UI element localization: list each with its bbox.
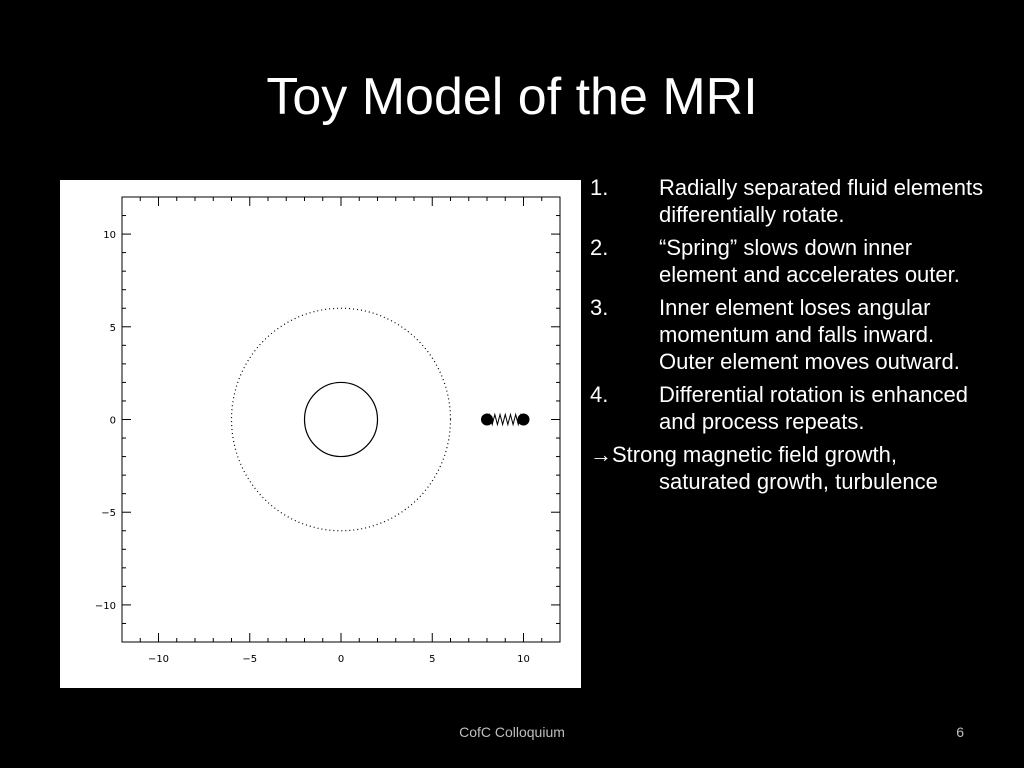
toy-model-plot: −10 −5 0 5 10 −10 −5 0 5 10 xyxy=(60,180,581,688)
y-tick-label: 10 xyxy=(103,230,116,241)
list-item-number: 3. xyxy=(590,295,609,320)
slide-title: Toy Model of the MRI xyxy=(266,68,758,126)
list-item-number: 4. xyxy=(590,382,609,407)
plot-frame xyxy=(121,196,561,643)
list-item-text: Differential rotation is enhanced and pr… xyxy=(659,382,969,434)
x-tick-label: 5 xyxy=(429,654,435,665)
x-tick-label: 10 xyxy=(517,654,530,665)
conclusion-item: →Strong magnetic field growth, saturated… xyxy=(590,441,990,495)
y-tick-label: −10 xyxy=(95,601,116,612)
list-item-text: Radially separated fluid elements differ… xyxy=(659,175,984,227)
spring xyxy=(486,412,524,427)
conclusion-text: Strong magnetic field growth, saturated … xyxy=(612,442,938,494)
y-tick-label: −5 xyxy=(101,508,116,519)
x-tick-label: −5 xyxy=(242,654,257,665)
y-tick-label: 5 xyxy=(110,323,116,334)
fluid-element-point xyxy=(481,413,493,426)
x-tick-label: −10 xyxy=(148,654,169,665)
page-number: 6 xyxy=(956,724,964,740)
y-tick-label: 0 xyxy=(110,416,116,427)
list-item-text: Inner element loses angular momentum and… xyxy=(659,295,960,374)
list-item: 4. Differential rotation is enhanced and… xyxy=(590,381,990,435)
list-item-number: 1. xyxy=(590,175,609,200)
x-tick-label: 0 xyxy=(338,654,344,665)
footer-text: CofC Colloquium xyxy=(459,724,565,740)
arrow-icon: → xyxy=(590,442,612,467)
plot-svg: −10 −5 0 5 10 −10 −5 0 5 10 xyxy=(95,196,561,665)
list-item: 3. Inner element loses angular momentum … xyxy=(590,294,990,375)
list-item-number: 2. xyxy=(590,235,609,260)
list-item: 2. “Spring” slows down inner element and… xyxy=(590,234,990,288)
outer-orbit xyxy=(230,307,452,532)
inner-orbit xyxy=(303,381,379,458)
fluid-element-point xyxy=(517,413,530,426)
explanation-list: 1. Radially separated fluid elements dif… xyxy=(590,174,990,501)
list-item: 1. Radially separated fluid elements dif… xyxy=(590,174,990,228)
list-item-text: “Spring” slows down inner element and ac… xyxy=(659,235,960,287)
